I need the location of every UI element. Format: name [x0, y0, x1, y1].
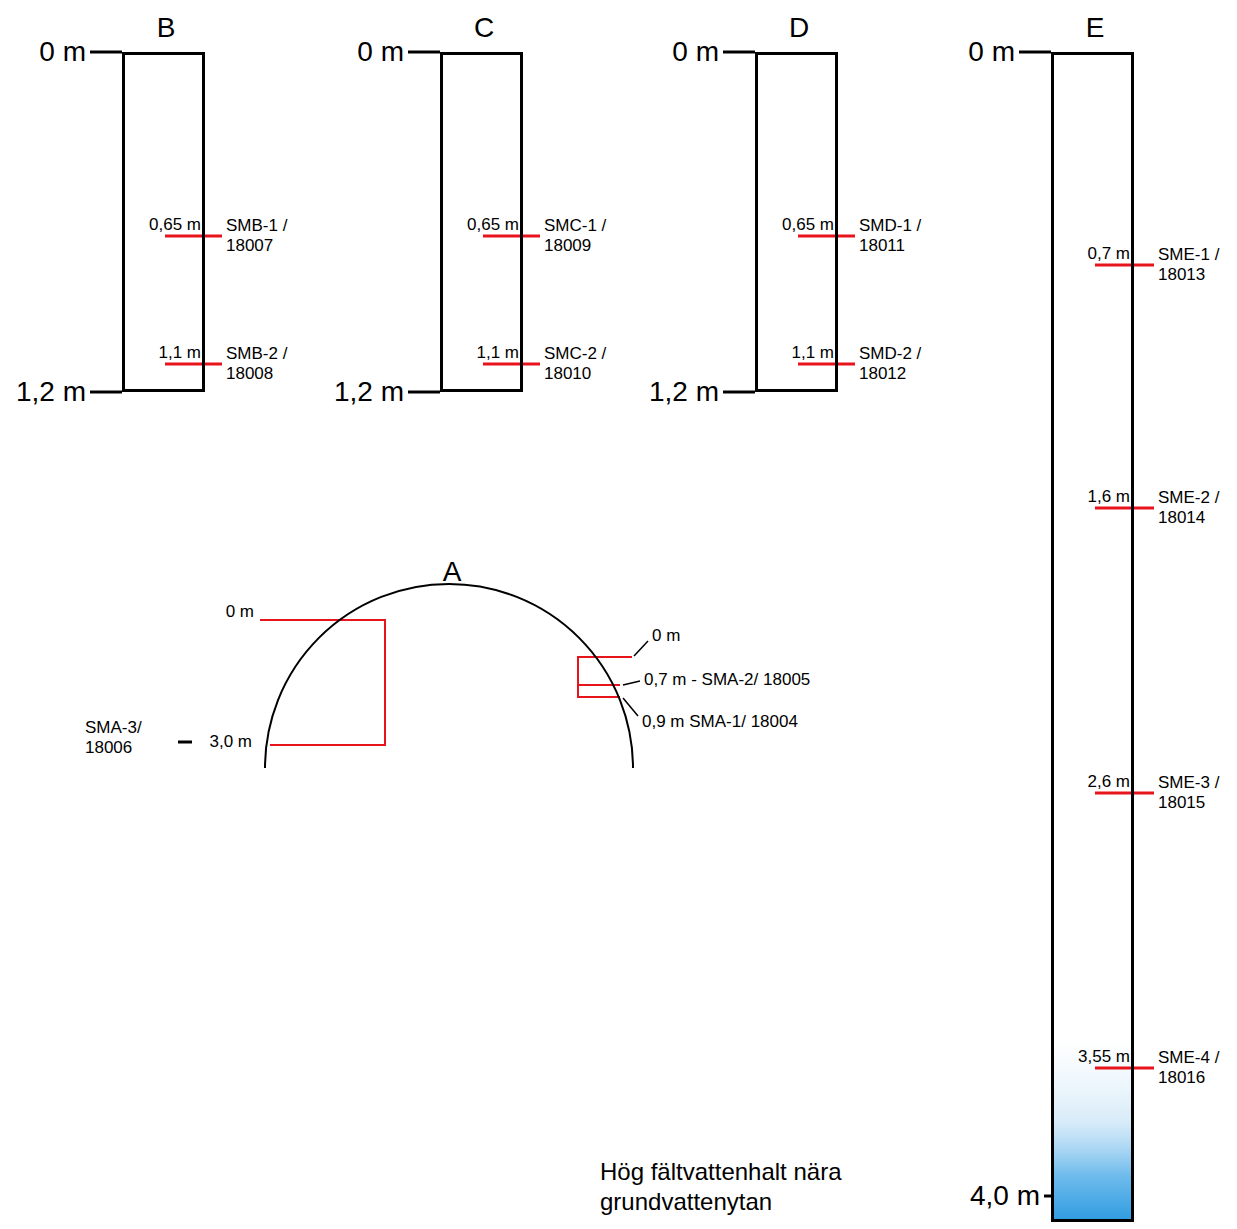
sample-depth: 0,65 m [149, 215, 201, 235]
sample-lines [165, 236, 1154, 1068]
depth-scale: 1,2 m [16, 376, 86, 408]
note: Hög fältvattenhalt nära grundvattenytan [600, 1157, 960, 1217]
arc-path [265, 584, 633, 768]
sample-depth: 0,65 m [782, 215, 834, 235]
sample-depth: 1,6 m [1087, 487, 1130, 507]
sample-label: 0,7 m - SMA-2/ 18005 [644, 670, 810, 690]
depth-scale: 1,2 m [649, 376, 719, 408]
sample-arc: A [265, 592, 633, 772]
sample-depth: 0,7 m [1087, 244, 1130, 264]
sample-label: SME-3 / 18015 [1158, 773, 1228, 812]
sample-depth: 0,65 m [467, 215, 519, 235]
column-letter: B [157, 12, 176, 44]
sample-label: 0 m [226, 602, 254, 622]
sample-depth: 1,1 m [791, 343, 834, 363]
soil-column: D0,65 m1,1 m [755, 52, 838, 392]
column-letter: C [474, 12, 494, 44]
depth-scale: 0 m [672, 36, 719, 68]
sample-depth: 3,55 m [1078, 1047, 1130, 1067]
column-letter: A [443, 556, 462, 588]
arc-outline [265, 592, 633, 772]
depth-scale: 4,0 m [970, 1180, 1040, 1212]
sample-label: SME-1 / 18013 [1158, 245, 1228, 284]
sample-label: SMC-2 / 18010 [544, 344, 614, 383]
depth-scale: 0 m [968, 36, 1015, 68]
sample-label: SMD-2 / 18012 [859, 344, 929, 383]
sample-label: SMB-1 / 18007 [226, 216, 296, 255]
sample-label: SMB-2 / 18008 [226, 344, 296, 383]
soil-column: B0,65 m1,1 m [122, 52, 205, 392]
sample-label: SMD-1 / 18011 [859, 216, 929, 255]
sample-label: SMA-3/ 18006 [85, 718, 147, 757]
column-letter: E [1086, 12, 1105, 44]
sample-depth: 1,1 m [158, 343, 201, 363]
sample-label: 3,0 m [209, 732, 252, 752]
sample-label: SME-2 / 18014 [1158, 488, 1228, 527]
depth-scale: 0 m [357, 36, 404, 68]
depth-scale: 0 m [39, 36, 86, 68]
sample-depth: 1,1 m [476, 343, 519, 363]
sample-label: 0 m [652, 626, 680, 646]
column-letter: D [789, 12, 809, 44]
sample-label: 0,9 m SMA-1/ 18004 [642, 712, 798, 732]
depth-scale: 1,2 m [334, 376, 404, 408]
sample-depth: 2,6 m [1087, 772, 1130, 792]
sample-label: SMC-1 / 18009 [544, 216, 614, 255]
soil-column: E0,7 m1,6 m2,6 m3,55 m [1051, 52, 1134, 1222]
sample-label: SME-4 / 18016 [1158, 1048, 1228, 1087]
depth-ticks [90, 52, 1051, 1196]
soil-column: C0,65 m1,1 m [440, 52, 523, 392]
